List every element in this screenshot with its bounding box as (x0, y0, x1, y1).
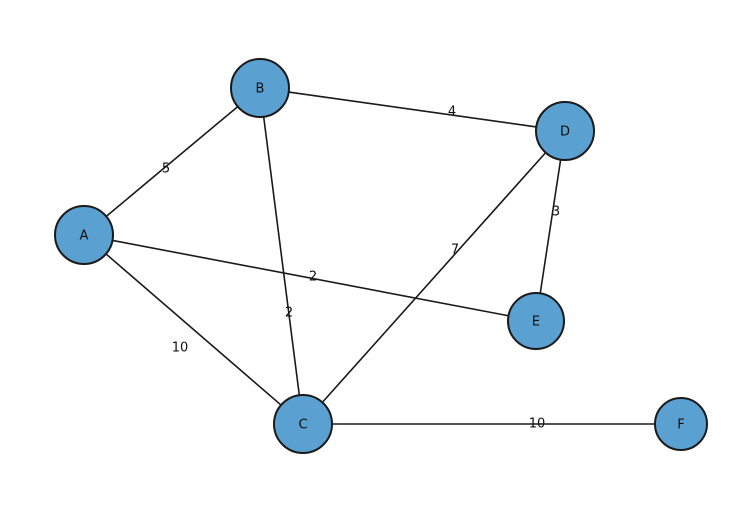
edge-b-c[interactable] (262, 115, 301, 397)
graph-node-f[interactable]: F (654, 397, 708, 451)
edge-a-e[interactable] (111, 239, 510, 317)
nodes-layer: A B C D E F (54, 58, 708, 454)
edge-weight-label-b-d: 4 (448, 105, 456, 120)
graph-node-c[interactable]: C (273, 394, 333, 454)
graph-node-d[interactable]: D (535, 101, 595, 161)
edge-weight-label-a-e: 2 (309, 270, 317, 285)
node-label-e: E (532, 315, 540, 330)
node-circle-f[interactable] (654, 397, 708, 451)
edge-a-b[interactable] (105, 105, 239, 218)
edge-d-e[interactable] (539, 158, 562, 295)
node-label-c: C (298, 418, 307, 433)
node-label-f: F (677, 418, 684, 433)
edge-weight-label-a-b: 5 (162, 162, 170, 177)
edges-layer (105, 91, 656, 425)
graph-node-e[interactable]: E (507, 292, 565, 350)
graph-node-a[interactable]: A (54, 205, 114, 265)
edge-weight-label-d-e: 3 (552, 205, 560, 220)
node-circle-b[interactable] (230, 58, 290, 118)
graph-node-b[interactable]: B (230, 58, 290, 118)
node-label-a: A (80, 229, 89, 244)
node-circle-a[interactable] (54, 205, 114, 265)
edge-weight-label-a-c: 10 (172, 341, 189, 356)
node-label-d: D (560, 125, 570, 140)
edge-a-c[interactable] (105, 253, 282, 406)
node-label-b: B (256, 82, 265, 97)
edge-weight-label-b-c: 2 (285, 306, 293, 321)
edge-weight-label-c-f: 10 (529, 417, 546, 432)
edge-labels-layer: 5 4 2 2 10 3 7 10 (162, 105, 560, 432)
edge-b-d[interactable] (287, 91, 538, 128)
node-circle-c[interactable] (273, 394, 333, 454)
edge-d-c[interactable] (321, 151, 547, 404)
edge-weight-label-d-c: 7 (451, 243, 459, 258)
node-circle-d[interactable] (535, 101, 595, 161)
node-circle-e[interactable] (507, 292, 565, 350)
